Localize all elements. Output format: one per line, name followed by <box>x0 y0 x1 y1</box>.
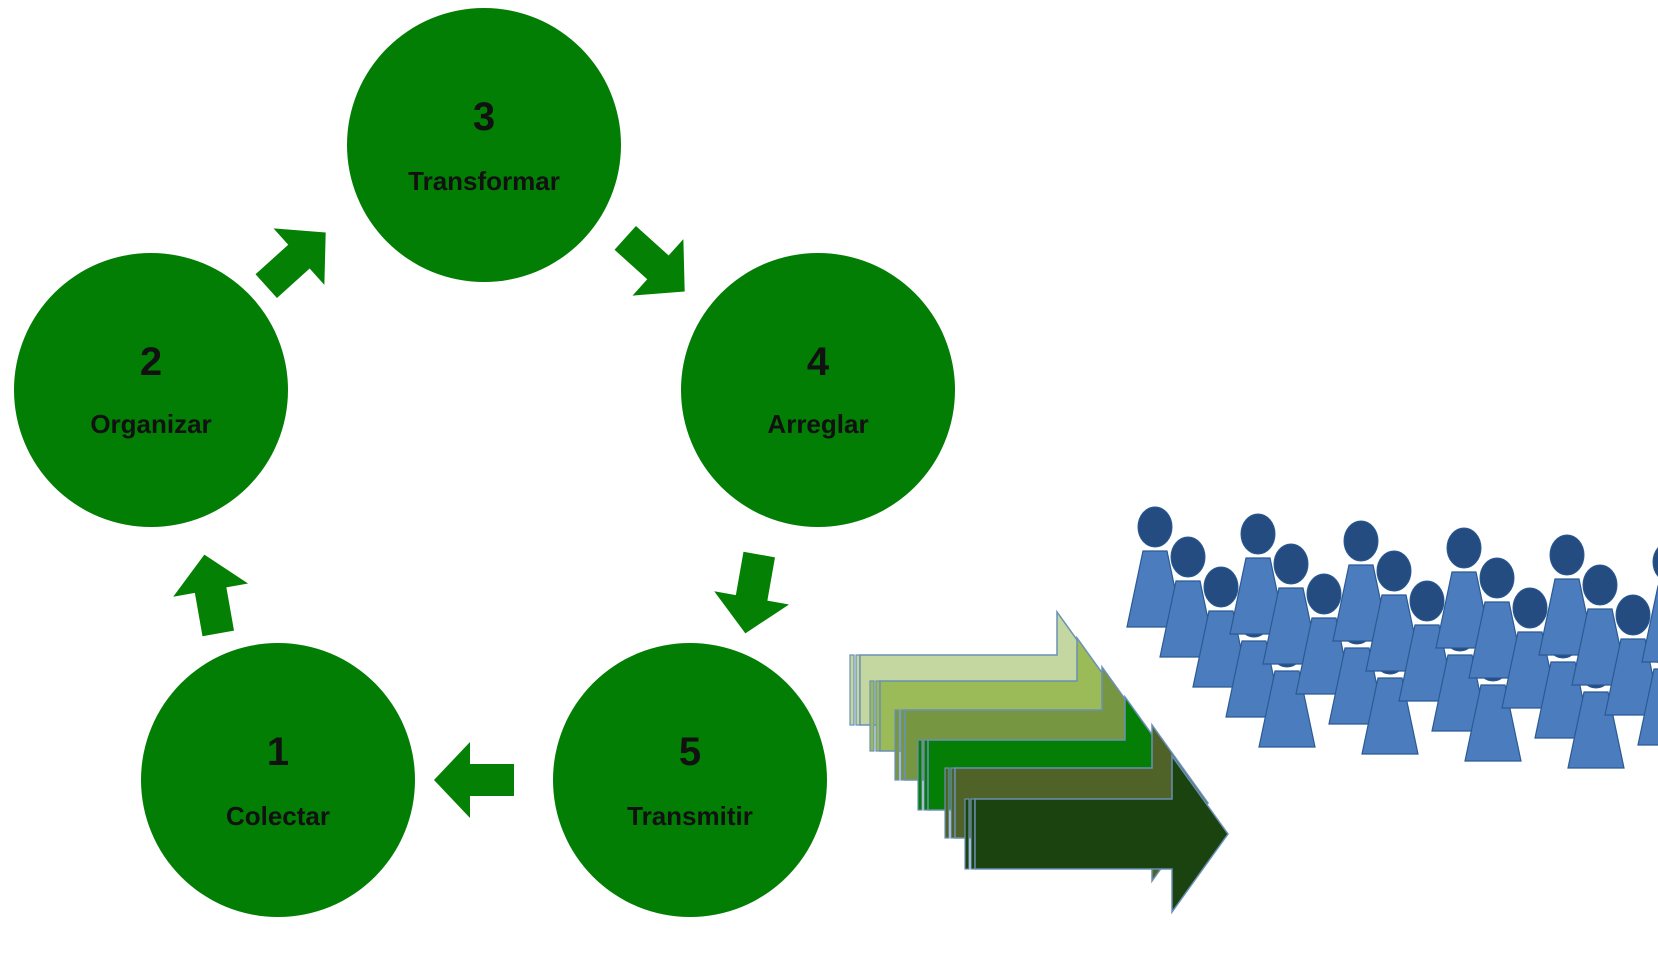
step-4: 4 Arreglar <box>681 253 955 527</box>
cycle-arrow-1-to-2 <box>173 554 249 637</box>
step-1-circle <box>141 643 415 917</box>
step-4-circle <box>681 253 955 527</box>
step-4-number: 4 <box>807 340 830 384</box>
step-1-number: 1 <box>267 730 289 774</box>
cycle-arrow-5-to-1 <box>434 742 514 818</box>
person-icon <box>1365 550 1423 672</box>
step-2: 2 Organizar <box>14 253 288 527</box>
step-3-circle <box>347 8 621 282</box>
step-1-label: Colectar <box>226 801 330 831</box>
person-icon <box>1159 536 1217 658</box>
cycle-arrows <box>173 226 790 818</box>
cycle-arrow-3-to-4 <box>614 226 685 296</box>
broadcast-arrows-icon <box>849 609 1229 915</box>
person-icon <box>1262 543 1320 665</box>
person-icon <box>1332 520 1390 642</box>
person-icon <box>1468 557 1526 679</box>
step-2-circle <box>14 253 288 527</box>
broadcast-arrow-6 <box>964 753 1229 915</box>
step-3-label: Transformar <box>408 166 560 196</box>
person-icon <box>1126 506 1184 628</box>
step-3: 3 Transformar <box>347 8 621 282</box>
step-4-label: Arreglar <box>767 409 868 439</box>
broadcast-arrow-6-shape <box>974 753 1229 915</box>
step-5-number: 5 <box>679 730 701 774</box>
step-1: 1 Colectar <box>141 643 415 917</box>
person-icon <box>1229 513 1287 635</box>
person-icon <box>1641 547 1658 663</box>
cycle-arrow-4-to-5 <box>714 551 790 634</box>
cycle-steps: 1 Colectar 2 Organizar 3 Transformar 4 A… <box>14 8 955 917</box>
step-5-circle <box>553 643 827 917</box>
step-5: 5 Transmitir <box>553 643 827 917</box>
step-3-number: 3 <box>473 95 495 139</box>
step-5-label: Transmitir <box>627 801 753 831</box>
audience-people <box>1126 506 1658 769</box>
person-icon <box>1538 534 1596 656</box>
step-2-label: Organizar <box>90 409 211 439</box>
cycle-arrow-2-to-3 <box>255 228 326 298</box>
step-2-number: 2 <box>140 340 162 384</box>
person-icon <box>1435 527 1493 649</box>
